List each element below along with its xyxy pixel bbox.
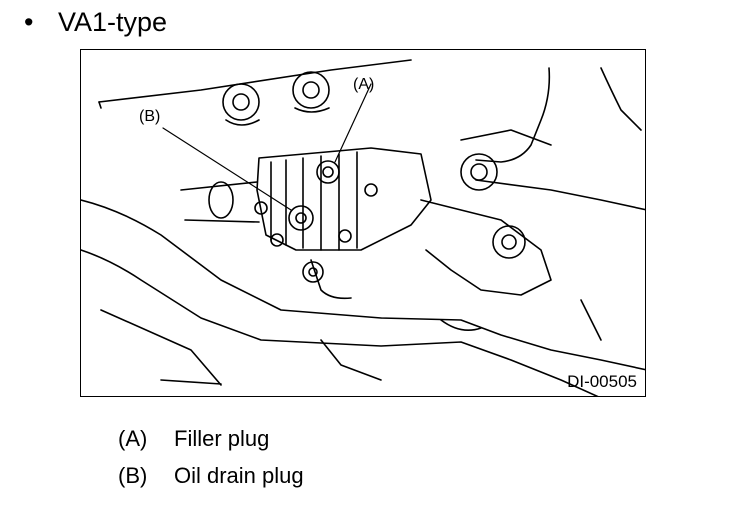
heading-text: VA1-type	[58, 7, 168, 37]
legend-item-a: (A) Filler plug	[118, 424, 269, 454]
legend-label: Oil drain plug	[174, 463, 304, 488]
legend-item-b: (B) Oil drain plug	[118, 461, 304, 491]
callout-a-label: (A)	[353, 76, 375, 93]
legend-key: (A)	[118, 426, 148, 451]
bullet-icon: •	[24, 7, 34, 37]
diagram-figure: (A) (B) DI-00505	[80, 49, 646, 397]
callout-b-label: (B)	[139, 108, 161, 125]
legend-label: Filler plug	[174, 426, 270, 451]
legend-key: (B)	[118, 463, 148, 488]
figure-id: DI-00505	[567, 372, 637, 391]
diagram-illustration	[81, 59, 645, 396]
section-heading: • VA1-type	[24, 4, 167, 40]
